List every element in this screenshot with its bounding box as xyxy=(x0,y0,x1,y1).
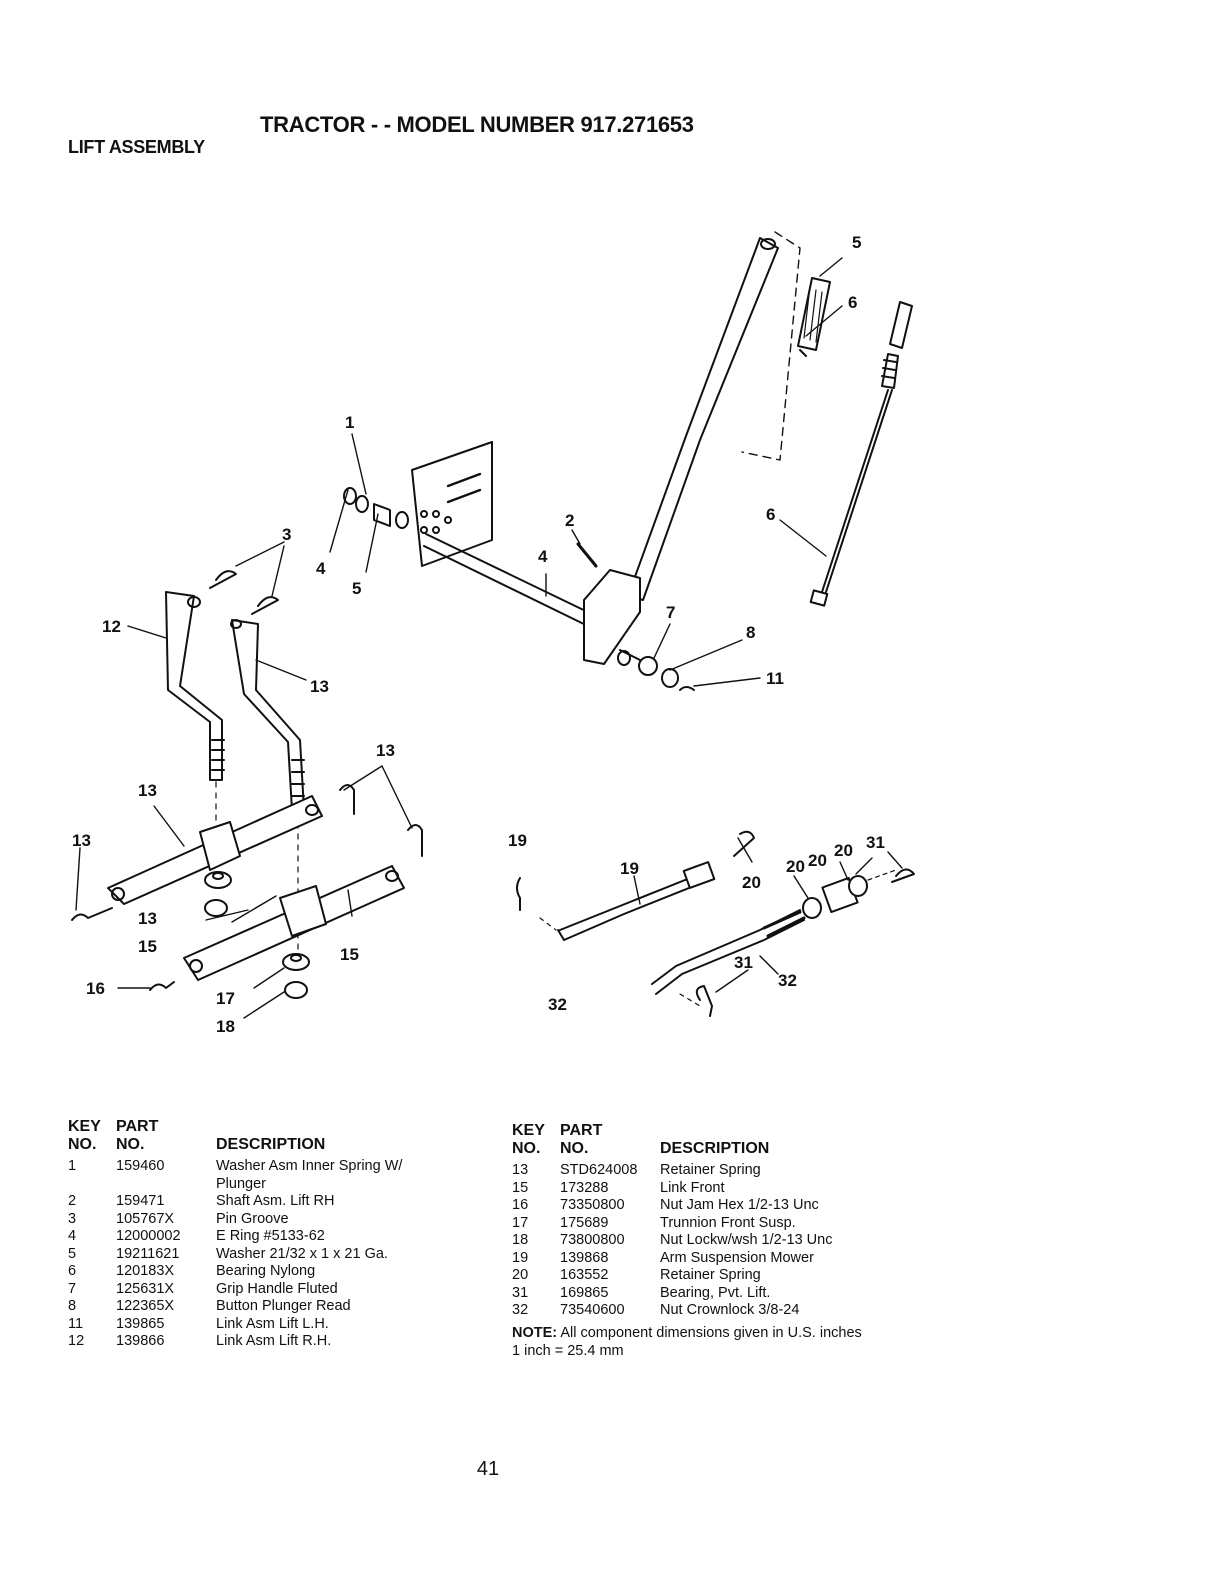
dimension-note: NOTE: All component dimensions given in … xyxy=(512,1324,862,1359)
callout-13e: 32 xyxy=(548,995,567,1014)
callout-19b: 15 xyxy=(340,945,359,964)
callout-11: 12 xyxy=(102,617,121,636)
callout-6: 5 xyxy=(352,579,361,598)
table-row: 1 159460 Washer Asm Inner Spring W/Plung… xyxy=(68,1158,403,1192)
callout-20c: 31 xyxy=(866,833,885,852)
page-number: 41 xyxy=(476,1458,500,1480)
table-header: KEY NO. PART NO. DESCRIPTION xyxy=(512,1122,770,1157)
lift-assembly-diagram: 1 2 3 4 4 5 5 6 6 7 8 11 12 13 13 13 13 … xyxy=(71,231,915,1036)
callout-12: 13 xyxy=(310,677,329,696)
table-header: KEY NO. PART NO. DESCRIPTION xyxy=(68,1118,326,1153)
callout-31b: 17 xyxy=(216,989,235,1008)
front-link-upper xyxy=(557,861,716,941)
callout-31: 13 xyxy=(138,909,157,928)
callout-15b: 32 xyxy=(778,971,797,990)
plunger-rod xyxy=(809,301,913,607)
link-lh xyxy=(165,591,225,781)
front-link-lower xyxy=(651,909,806,995)
callout-13c: 13 xyxy=(72,831,91,850)
callout-13d: 16 xyxy=(86,979,105,998)
callout-20: 19 xyxy=(508,831,527,850)
section-title: LIFT ASSEMBLY xyxy=(68,137,205,157)
callout-13b: 13 xyxy=(376,741,395,760)
callout-15: 19 xyxy=(620,859,639,878)
callout-8: 6 xyxy=(848,293,857,312)
callout-13: 3 xyxy=(282,525,291,544)
arm-suspension-upper xyxy=(107,795,323,905)
parts-table-left: KEY NO. PART NO. DESCRIPTION 1 159460 Wa… xyxy=(68,1118,468,1351)
callout-4b: 11 xyxy=(766,669,784,688)
link-rh xyxy=(230,619,305,811)
callout-5: 1 xyxy=(345,413,354,432)
callout-32b: 18 xyxy=(216,1017,235,1036)
callout-20d: 31 xyxy=(734,953,753,972)
lift-handle xyxy=(627,231,801,601)
callout-labels: 1 2 3 4 4 5 5 6 6 7 8 11 12 13 13 13 13 … xyxy=(72,233,885,1036)
mounting-plate xyxy=(411,441,493,567)
callout-7: 5 xyxy=(852,233,861,252)
callout-3: 2 xyxy=(565,511,574,530)
callout-6b: 7 xyxy=(666,603,675,622)
callout-16: 20 xyxy=(786,857,805,876)
callout-1: 6 xyxy=(766,505,775,524)
callout-20b: 20 xyxy=(742,873,761,892)
callout-19: 13 xyxy=(138,781,157,800)
callout-17: 20 xyxy=(808,851,827,870)
callout-32: 15 xyxy=(138,937,157,956)
page-title: TRACTOR - - MODEL NUMBER 917.271653 xyxy=(260,112,694,137)
callout-18: 20 xyxy=(834,841,853,860)
callout-5b: 8 xyxy=(746,623,755,642)
callout-2: 4 xyxy=(538,547,548,566)
callout-4: 4 xyxy=(316,559,326,578)
grip-handle-icon xyxy=(797,277,831,357)
